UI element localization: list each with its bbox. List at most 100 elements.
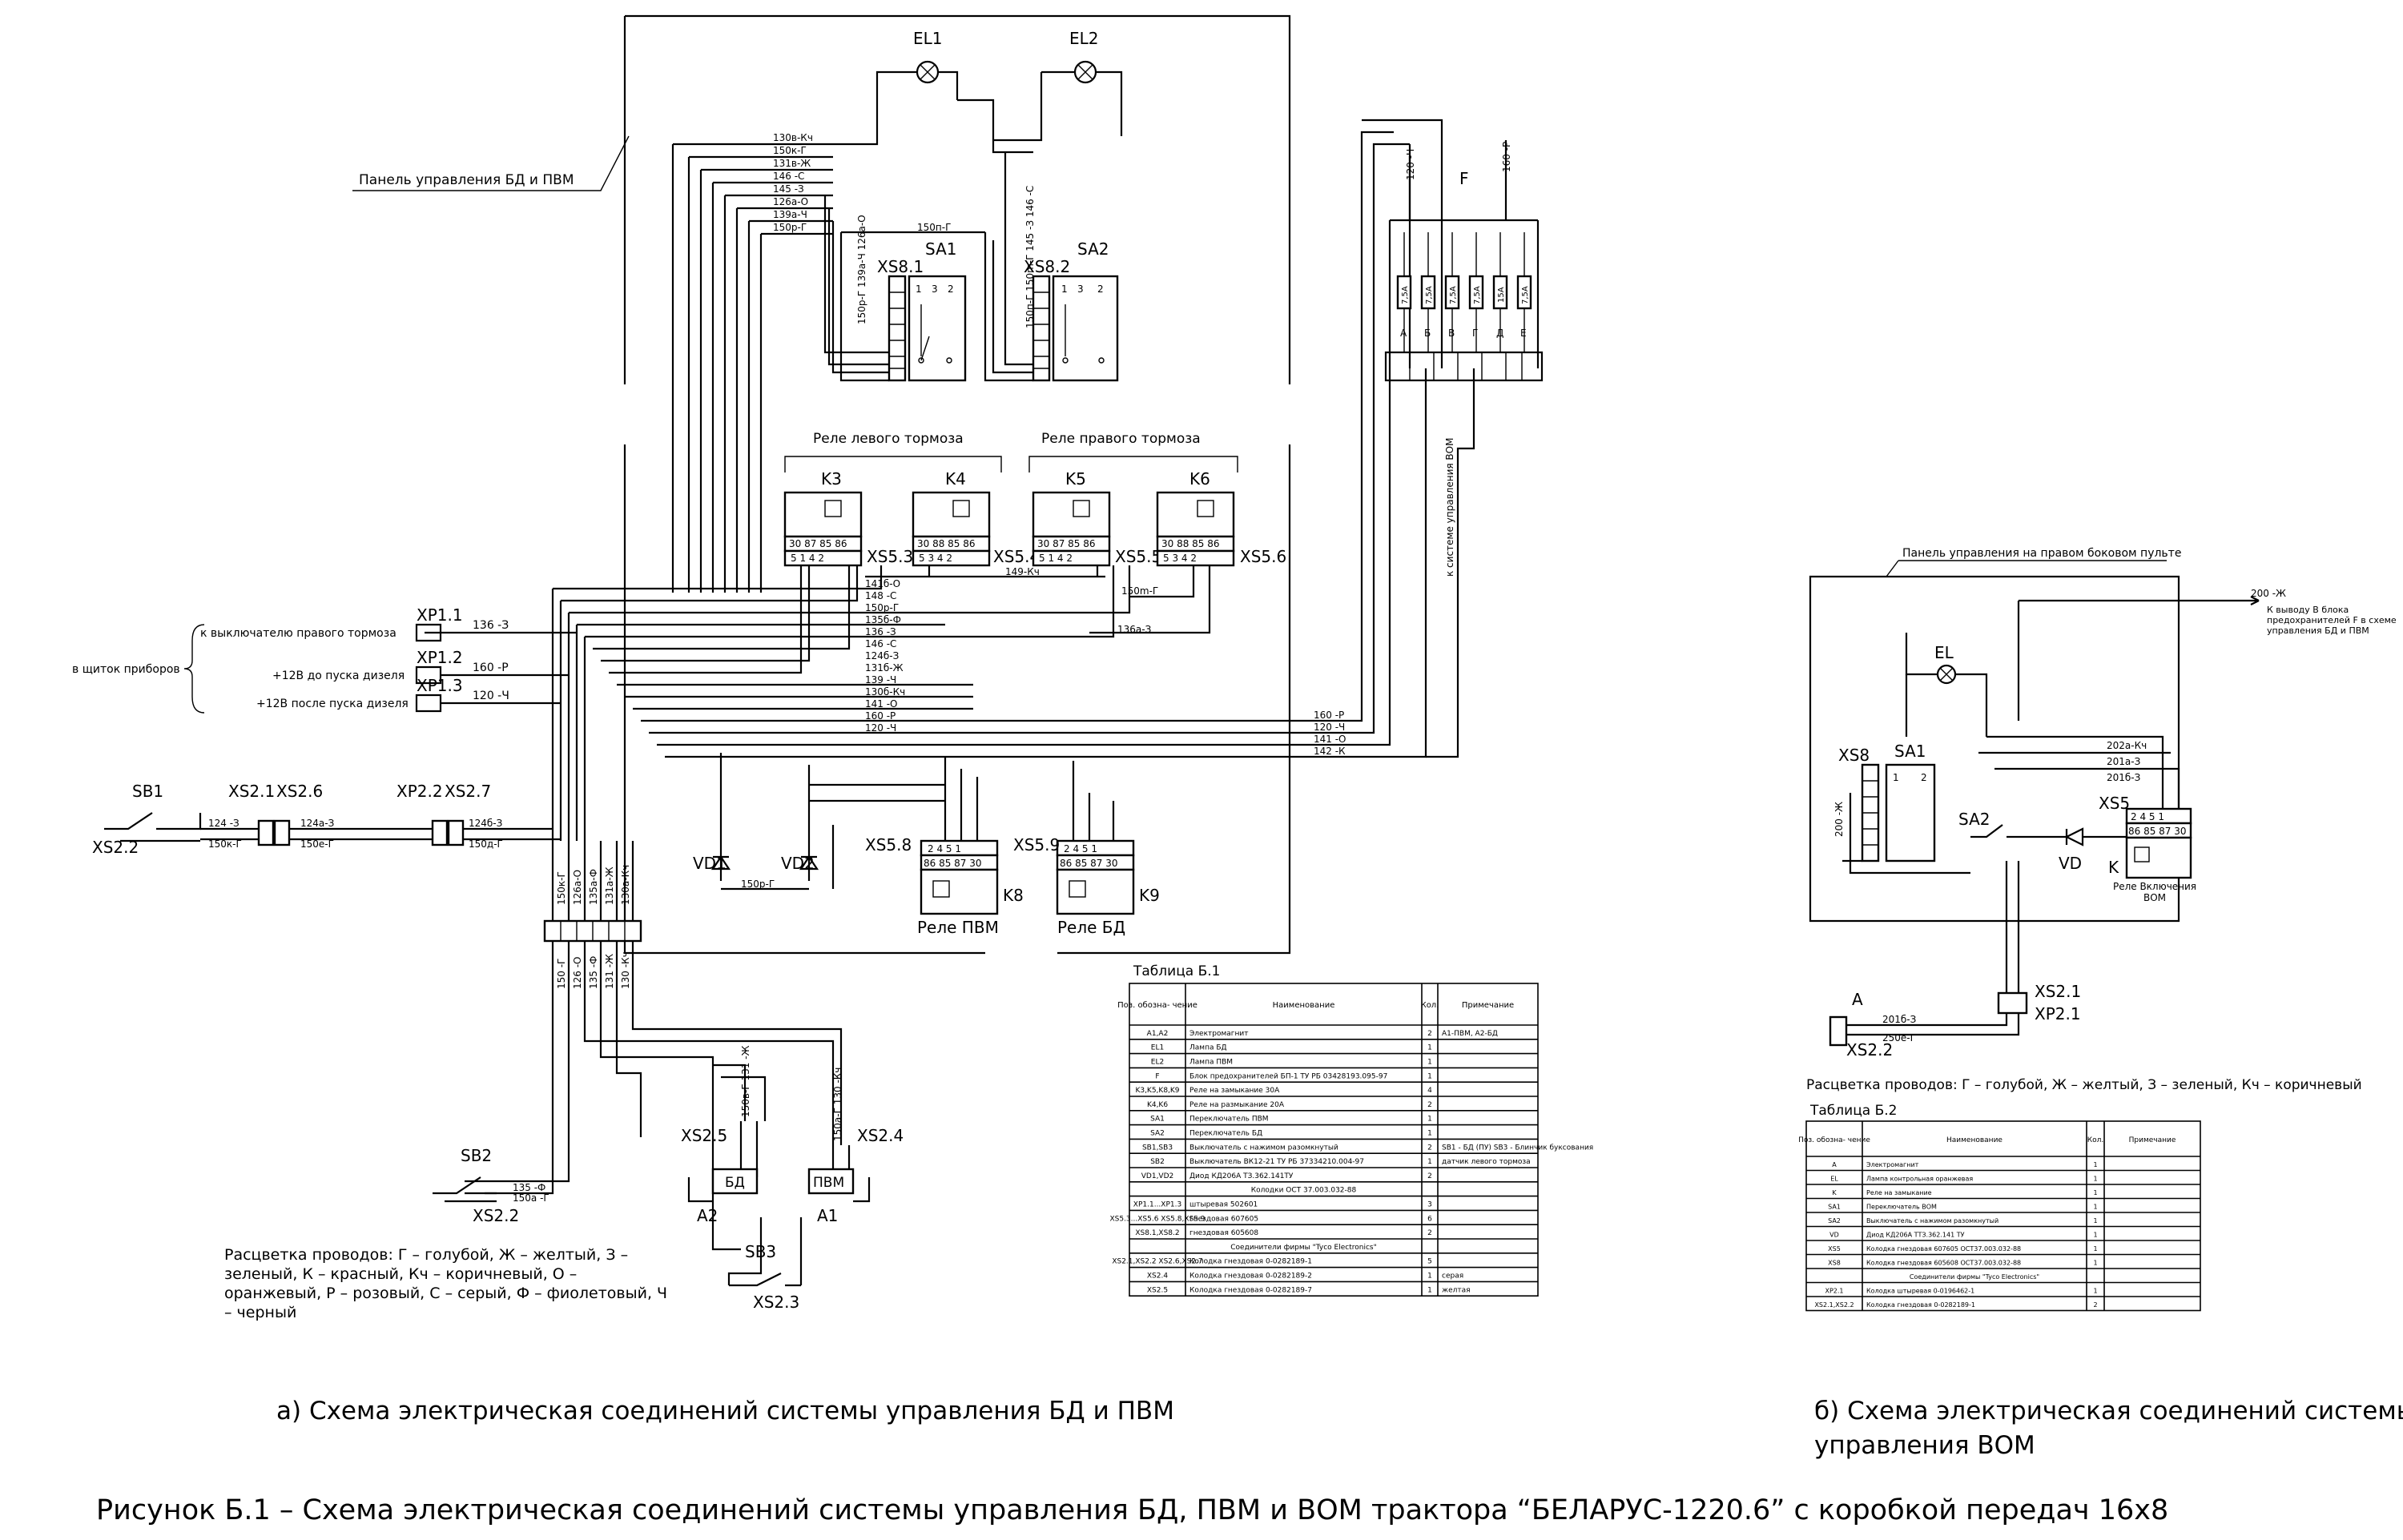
- svg-text:XS2.3: XS2.3: [753, 1293, 799, 1312]
- svg-text:130в-Кч: 130в-Кч: [773, 132, 813, 143]
- table-cell: Диод КД206А ТЗ.362.141ТУ: [1189, 1172, 1294, 1180]
- svg-text:86 85 87 30: 86 85 87 30: [1060, 858, 1118, 869]
- svg-text:+12В после пуска дизеля: +12В после пуска дизеля: [256, 698, 409, 710]
- svg-text:SB3: SB3: [745, 1242, 776, 1261]
- table-cell: Блок предохранителей БП-1 ТУ РБ 03428193…: [1189, 1072, 1387, 1080]
- svg-text:7,5А: 7,5А: [1521, 286, 1530, 304]
- svg-text:XS5.6: XS5.6: [1240, 547, 1286, 566]
- svg-text:2 4 5 1: 2 4 5 1: [1064, 843, 1097, 854]
- lower-bundle: 150к-Г 126а-О 135а-Ф 131а-Ж 130а-Кч 150 …: [465, 841, 843, 1251]
- panel-vom-title: Панель управления на правом боковом пуль…: [1902, 547, 2181, 560]
- svg-text:201б-З: 201б-З: [1882, 1014, 1916, 1025]
- table-cell: Выключатель с нажимом разомкнутый: [1866, 1217, 1998, 1224]
- svg-text:1: 1: [916, 283, 922, 295]
- svg-text:141б-О: 141б-О: [865, 578, 900, 589]
- color-legend-b: Расцветка проводов: Г – голубой, Ж – жел…: [1806, 1077, 2362, 1093]
- actuator-a2: XS2.5 БД A2 150в-Г 131 -Ж: [681, 1046, 759, 1225]
- svg-text:XS8.2: XS8.2: [1024, 257, 1070, 276]
- svg-text:Таблица Б.1: Таблица Б.1: [1133, 963, 1220, 979]
- table-cell: Реле на замыкание 30А: [1189, 1087, 1280, 1095]
- svg-text:30 87 85 86: 30 87 85 86: [1037, 538, 1096, 549]
- svg-text:30 87 85 86: 30 87 85 86: [789, 538, 847, 549]
- table-cell: EL2: [1151, 1059, 1164, 1067]
- table-cell: 1: [2093, 1231, 2097, 1238]
- relay-k4: K4 30 88 85 86 5 3 4 2 XS5.4: [912, 469, 1040, 567]
- svg-text:+12В до пуска дизеля: +12В до пуска дизеля: [272, 669, 405, 682]
- relay-k6: K6 30 88 85 86 5 3 4 2 XS5.6: [1156, 469, 1286, 567]
- svg-text:Б: Б: [1424, 328, 1431, 339]
- color-legend-a: Расцветка проводов: Г – голубой, Ж – жел…: [224, 1246, 667, 1321]
- svg-text:136 -З: 136 -З: [473, 619, 509, 632]
- table-cell: 5: [1427, 1258, 1432, 1266]
- plugs-xp1: XP1.1 136 -З к выключателю правого тормо…: [72, 605, 577, 714]
- svg-text:2: 2: [1921, 772, 1927, 783]
- table-cell: Реле на размыкание 20А: [1189, 1101, 1285, 1109]
- svg-text:SB2: SB2: [461, 1146, 492, 1165]
- svg-text:K9: K9: [1139, 886, 1160, 905]
- table-header-cell: Кол.: [1421, 1001, 1439, 1010]
- caption-b-line1: б) Схема электрическая соединений систем…: [1814, 1397, 2403, 1425]
- svg-text:135а-Ф: 135а-Ф: [588, 869, 599, 905]
- caption-a: а) Схема электрическая соединений систем…: [276, 1397, 1174, 1425]
- table-cell: XS8: [1828, 1259, 1841, 1266]
- svg-text:150п-Г 150m-Г 145 -З 146 -С: 150п-Г 150m-Г 145 -З 146 -С: [1024, 186, 1036, 328]
- figure-caption: Рисунок Б.1 – Схема электрическая соедин…: [96, 1494, 2168, 1526]
- table-cell: Колодка гнездовая 0-0282189-2: [1189, 1273, 1312, 1281]
- table-cell: Лампа БД: [1189, 1044, 1227, 1052]
- table-cell: Выключатель ВК12-21 ТУ РБ 37334210.004-9…: [1189, 1158, 1364, 1166]
- table-cell: A: [1832, 1161, 1837, 1168]
- table-cell: K3,K5,K8,K9: [1135, 1087, 1179, 1095]
- svg-text:200 -Ж: 200 -Ж: [1833, 802, 1845, 837]
- svg-text:XS2.2: XS2.2: [92, 838, 139, 857]
- table-cell: Колодка гнездовая 0-0282189-1: [1866, 1301, 1975, 1309]
- svg-text:201а-З: 201а-З: [2107, 756, 2140, 767]
- svg-text:XS5.8: XS5.8: [865, 835, 912, 854]
- table-cell: 1: [1427, 1286, 1432, 1294]
- svg-text:XS8: XS8: [1838, 746, 1870, 765]
- table-header-cell: Наименование: [1273, 1001, 1335, 1010]
- svg-text:5 1 4 2: 5 1 4 2: [1039, 553, 1073, 564]
- svg-text:EL2: EL2: [1069, 29, 1099, 48]
- brake-relay-left-label: Реле левого тормоза: [813, 431, 964, 447]
- svg-text:150р-Г 139а-Ч 126а-О: 150р-Г 139а-Ч 126а-О: [856, 215, 867, 324]
- diodes-vd1-vd2: VD1 VD2 150р-Г: [693, 753, 945, 891]
- relay-k9: 2 4 5 1 86 85 87 30 XS5.9 K9 Реле БД: [1013, 761, 1160, 937]
- svg-text:120 -Ч: 120 -Ч: [1314, 722, 1345, 733]
- svg-text:7,5А: 7,5А: [1425, 286, 1434, 304]
- svg-text:7,5А: 7,5А: [1449, 286, 1458, 304]
- table-cell: A1-ПВМ, A2-БД: [1442, 1030, 1498, 1038]
- svg-text:201б-З: 201б-З: [2107, 772, 2140, 783]
- svg-text:XS2.7: XS2.7: [445, 782, 491, 801]
- svg-text:124б-З: 124б-З: [865, 650, 899, 661]
- svg-text:150к-Г: 150к-Г: [208, 838, 242, 850]
- svg-text:XS2.1: XS2.1: [2035, 982, 2081, 1001]
- table-cell: 2: [1427, 1030, 1432, 1038]
- sb3: SB3 XS2.3: [727, 1217, 803, 1312]
- table-cell: Лампа контрольная оранжевая: [1866, 1175, 1973, 1182]
- table-cell: 1: [1427, 1059, 1432, 1067]
- table-cell: Соединители фирмы "Tyco Electronics": [1230, 1244, 1376, 1252]
- table-cell: 2: [1427, 1101, 1432, 1109]
- table-cell: SB1 - БД (ПУ) SB3 - Блинчик буксования: [1442, 1144, 1593, 1152]
- table-cell: 1: [2093, 1259, 2097, 1266]
- svg-text:1: 1: [1893, 772, 1899, 783]
- table-cell: 1: [2093, 1203, 2097, 1210]
- svg-text:3: 3: [1077, 283, 1084, 295]
- svg-text:Реле БД: Реле БД: [1057, 918, 1125, 937]
- svg-text:135б-Ф: 135б-Ф: [865, 614, 901, 625]
- table-cell: XS2.5: [1147, 1286, 1168, 1294]
- table-cell: Колодки ОСТ 37.003.032-88: [1251, 1187, 1357, 1195]
- svg-text:160 -Р: 160 -Р: [865, 710, 896, 722]
- svg-text:150р-Г: 150р-Г: [773, 222, 807, 233]
- svg-text:150к-Г: 150к-Г: [556, 871, 567, 905]
- table-cell: гнездовая 605608: [1189, 1229, 1258, 1237]
- svg-text:2: 2: [948, 283, 954, 295]
- table-cell: 1: [1427, 1158, 1432, 1166]
- wire-harness-right: 160 -Р 120 -Ч 141 -О 142 -К к системе уп…: [1314, 119, 1475, 758]
- svg-text:124б-З: 124б-З: [469, 818, 502, 829]
- svg-text:120 -Ч: 120 -Ч: [473, 690, 509, 702]
- svg-text:146 -С: 146 -С: [865, 638, 896, 649]
- table-cell: XS2.1,XS2.2 XS2.6,XS2.7: [1112, 1258, 1202, 1266]
- svg-text:160 -Р: 160 -Р: [1501, 142, 1512, 172]
- table-cell: XS8.1,XS8.2: [1135, 1229, 1179, 1237]
